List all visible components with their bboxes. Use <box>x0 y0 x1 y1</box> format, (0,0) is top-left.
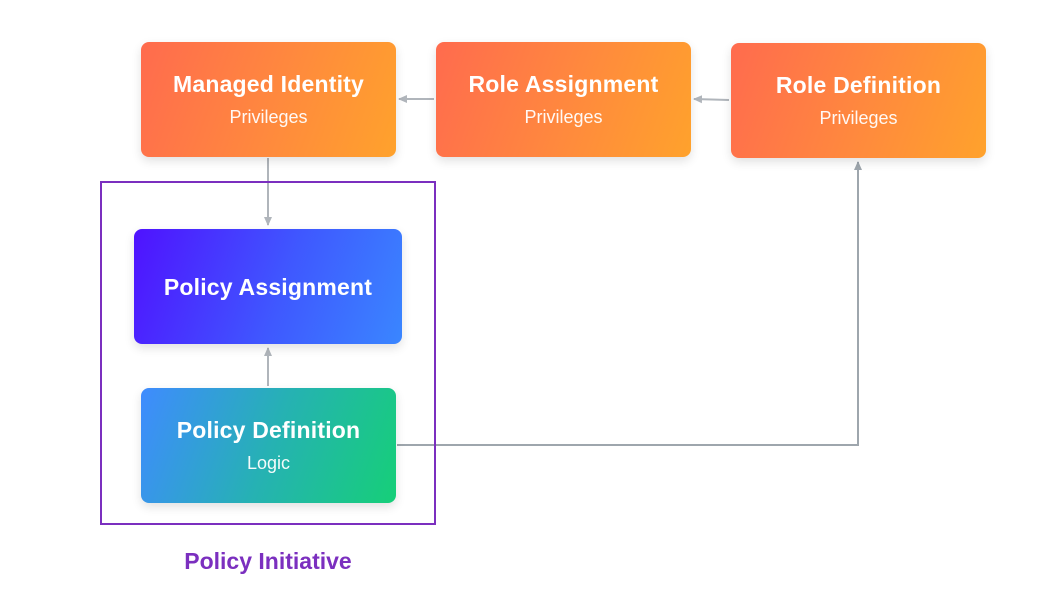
managed-identity-title: Managed Identity <box>172 71 365 97</box>
policy-definition-title: Policy Definition <box>176 417 361 443</box>
policy-assignment-title: Policy Assignment <box>163 273 373 300</box>
policy-assignment-node: Policy Assignment <box>134 229 402 344</box>
role-definition-subtitle: Privileges <box>819 108 898 128</box>
policy-initiative-label: Policy Initiative <box>184 548 352 574</box>
policy-definition-subtitle: Logic <box>246 453 291 473</box>
role-assignment-title: Role Assignment <box>468 71 659 97</box>
role-assignment-node: Role Assignment Privileges <box>436 42 691 157</box>
edge-role-definition-to-role-assignment <box>693 95 730 104</box>
managed-identity-node: Managed Identity Privileges <box>141 42 396 157</box>
edge-policy-definition-to-role-definition <box>397 161 862 446</box>
policy-definition-node: Policy Definition Logic <box>141 388 396 503</box>
managed-identity-subtitle: Privileges <box>229 107 308 127</box>
role-definition-title: Role Definition <box>775 72 942 98</box>
role-assignment-subtitle: Privileges <box>524 107 603 127</box>
role-definition-node: Role Definition Privileges <box>731 43 986 158</box>
policy-initiative-group <box>100 181 436 525</box>
